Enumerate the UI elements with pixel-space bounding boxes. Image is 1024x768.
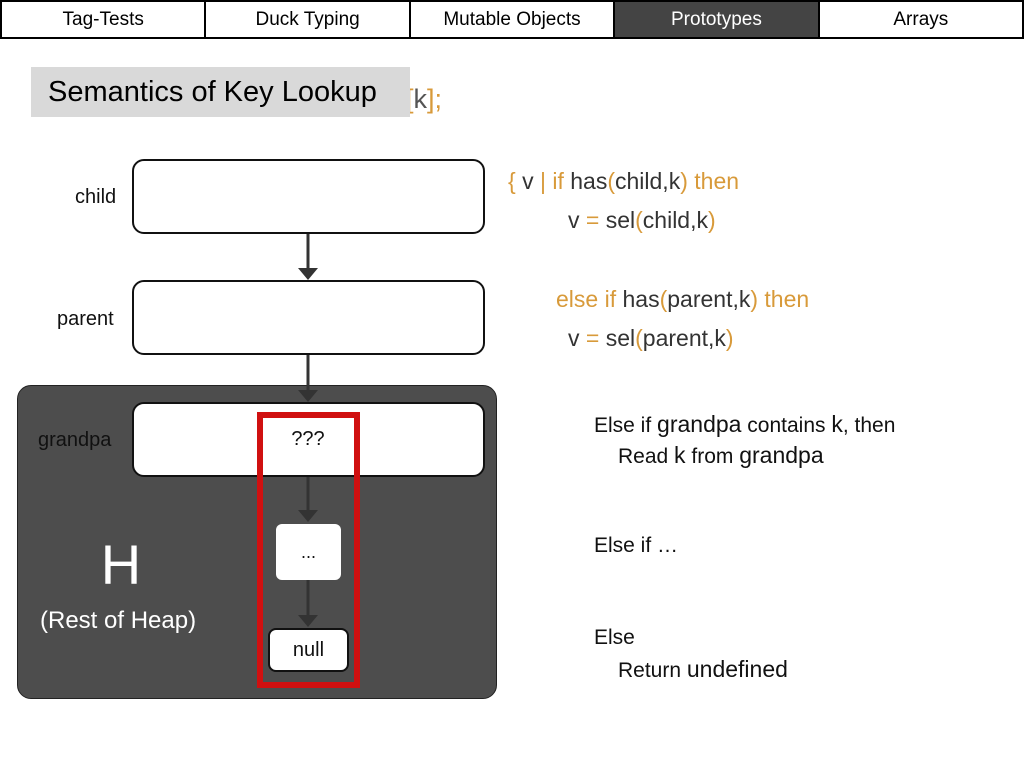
heap-letter: H	[100, 533, 142, 596]
tab-bar: Tag-Tests Duck Typing Mutable Objects Pr…	[0, 0, 1024, 39]
arrow-ellipsis-to-null	[298, 580, 318, 627]
tab-arrays[interactable]: Arrays	[819, 2, 1023, 37]
slide-title-text: Semantics of Key Lookup	[48, 75, 377, 108]
code-line-1: { v | if has(child,k) then	[508, 168, 740, 194]
note-else: Else	[594, 626, 635, 649]
arrow-grandpa-to-ellipsis	[298, 477, 318, 522]
note-return-undefined: Return undefined	[618, 656, 788, 682]
child-object-box	[132, 159, 485, 234]
ellipsis-object-box: ...	[276, 524, 341, 580]
tab-mutable-objects[interactable]: Mutable Objects	[410, 2, 616, 37]
note-else-if-ellipsis: Else if …	[594, 534, 679, 557]
parent-object-box	[132, 280, 485, 355]
key-var: k	[413, 84, 428, 114]
arrow-child-to-parent	[298, 234, 318, 280]
note-grandpa-contains: Else if grandpa contains k, then	[594, 411, 896, 437]
tab-tag-tests[interactable]: Tag-Tests	[2, 2, 207, 37]
tab-duck-typing[interactable]: Duck Typing	[206, 2, 411, 37]
slide-title: Semantics of Key Lookup	[31, 67, 410, 117]
code-line-4: v = sel(parent,k)	[568, 325, 734, 351]
tab-prototypes[interactable]: Prototypes	[615, 2, 820, 37]
parent-label: parent	[57, 308, 114, 330]
null-box: null	[268, 628, 349, 672]
lookup-chain-highlight	[257, 412, 360, 688]
arrow-parent-to-grandpa	[298, 355, 318, 402]
code-line-2: v = sel(child,k)	[568, 207, 716, 233]
child-label: child	[75, 186, 117, 208]
heap-caption: (Rest of Heap)	[40, 607, 197, 634]
close-bracket: ];	[427, 84, 443, 114]
grandpa-unknown-content: ???	[291, 428, 325, 450]
code-line-3: else if has(parent,k) then	[556, 286, 810, 312]
note-read-from-grandpa: Read k from grandpa	[618, 442, 824, 468]
grandpa-label: grandpa	[38, 429, 112, 451]
